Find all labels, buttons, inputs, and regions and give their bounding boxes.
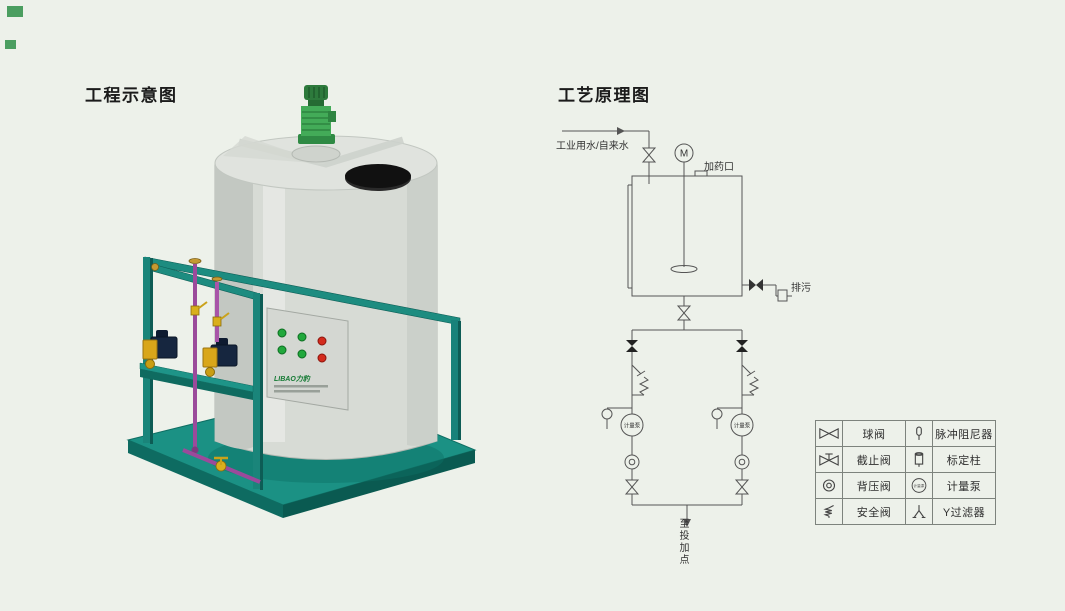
panel-button-green [297, 349, 307, 359]
legend-symbol-cell [905, 420, 933, 447]
calibration-column-icon [914, 452, 924, 467]
legend-label: 标定柱 [932, 446, 996, 473]
ball-valve-icon [819, 428, 839, 439]
legend-row: 安全阀 Y过滤器 [815, 498, 996, 525]
legend-symbol-cell [815, 498, 843, 525]
motor-label: M [680, 149, 688, 160]
legend-label: 脉冲阻尼器 [932, 420, 996, 447]
ball-valve [212, 316, 222, 327]
legend-label: 安全阀 [842, 498, 906, 525]
drain-line [742, 279, 792, 302]
metering-pump-unit [142, 330, 178, 369]
inlet-line [562, 127, 657, 184]
outlet-manifold [632, 296, 742, 331]
equipment-3d-illustration: LIBAO力豹 [126, 85, 477, 518]
schematic-tank: M [627, 143, 743, 297]
legend-symbol-cell: 计量泵 [905, 472, 933, 499]
legend-symbol-cell [905, 498, 933, 525]
safety-valve-icon [638, 376, 650, 396]
back-pressure-valve-icon [734, 454, 750, 470]
scan-artifact [5, 40, 16, 49]
discharge-line [632, 504, 742, 527]
panel-button-green [277, 328, 287, 338]
dosing-piping [182, 258, 261, 484]
y-strainer-icon [912, 505, 926, 519]
legend-label: 计量泵 [932, 472, 996, 499]
mixer-motor [298, 85, 336, 144]
legend-symbol-cell [815, 446, 843, 473]
dosing-port-icon [694, 170, 708, 177]
pump-label: 计量泵 [624, 422, 641, 430]
drain-label: 排污 [791, 283, 811, 294]
back-pressure-valve-icon [624, 454, 640, 470]
legend-symbol-cell [815, 472, 843, 499]
back-pressure-valve-icon [822, 479, 836, 492]
legend-table: 球阀 脉冲阻尼器 截止阀 标定柱 [815, 420, 996, 525]
left-section-title: 工程示意图 [85, 86, 178, 105]
legend-row: 背压阀 计量泵 计量泵 [815, 472, 996, 499]
legend-symbol-cell [815, 420, 843, 447]
control-panel: LIBAO力豹 [266, 307, 349, 411]
brand-logo: LIBAO力豹 [274, 374, 311, 383]
pulse-damper-icon [711, 408, 723, 420]
pump-branch-left: 计量泵 [601, 330, 650, 505]
svg-text:计量泵: 计量泵 [914, 483, 925, 488]
y-strainer-icon [741, 364, 752, 375]
process-schematic: M [562, 127, 792, 527]
legend-label: Y过滤器 [932, 498, 996, 525]
legend-symbol-cell [905, 446, 933, 473]
panel-button-red [317, 353, 327, 363]
pump-label: 计量泵 [734, 422, 751, 430]
legend-row: 球阀 脉冲阻尼器 [815, 420, 996, 447]
water-inlet-label: 工业用水/自来水 [556, 141, 629, 152]
safety-valve-icon [823, 505, 834, 518]
outlet-label: 至投加点 [677, 518, 688, 566]
panel-button-red [317, 336, 327, 346]
panel-button-green [277, 345, 287, 355]
metering-pump-unit [202, 338, 238, 377]
metering-pump-icon: 计量泵 [911, 478, 927, 493]
safety-valve-icon [748, 376, 760, 396]
ball-valve [190, 305, 200, 316]
pump-branch-right: 计量泵 [711, 330, 760, 505]
right-section-title: 工艺原理图 [558, 86, 651, 105]
legend-label: 截止阀 [842, 446, 906, 473]
legend-label: 球阀 [842, 420, 906, 447]
scan-artifact [7, 6, 23, 17]
panel-button-green [297, 332, 307, 342]
legend-label: 背压阀 [842, 472, 906, 499]
pulse-damper-icon [916, 426, 922, 440]
legend-row: 截止阀 标定柱 [815, 446, 996, 473]
dosing-port-label: 加药口 [704, 162, 734, 173]
frame-fitting [151, 263, 159, 271]
stop-valve-icon [819, 453, 839, 466]
inlet-valve-icon [641, 147, 657, 156]
y-strainer-icon [631, 364, 642, 375]
agitator-icon [670, 265, 698, 273]
pulse-damper-icon [601, 408, 613, 420]
